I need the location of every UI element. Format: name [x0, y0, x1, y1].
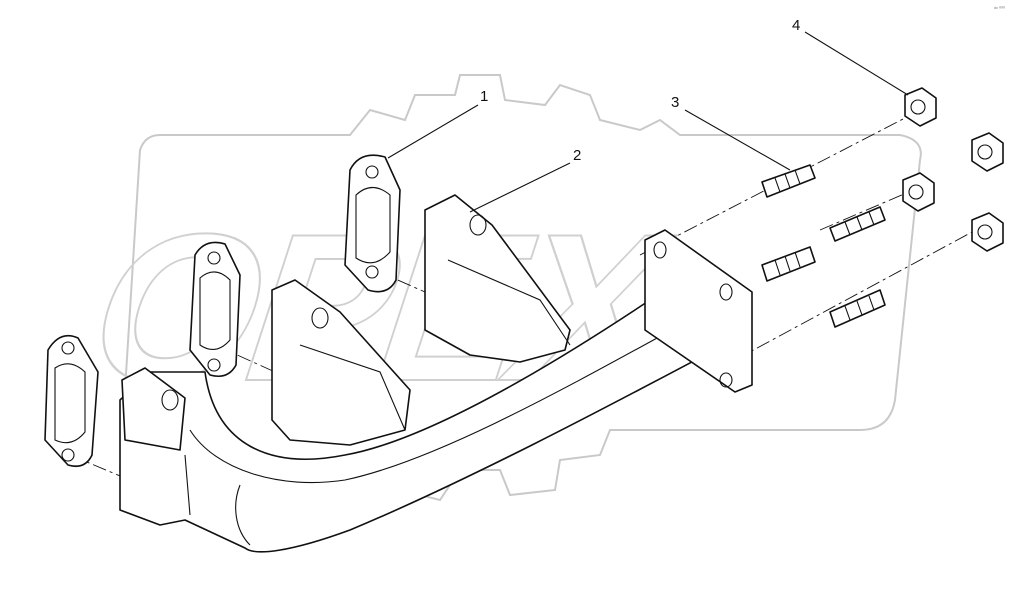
stud-3: [829, 206, 886, 242]
stud-4: [829, 289, 886, 328]
nut-2: [971, 132, 1004, 172]
callout-1: 1: [480, 88, 488, 105]
gasket-front: [44, 334, 99, 468]
stud-2: [761, 246, 816, 282]
stud-1: [761, 164, 816, 198]
exhaust-manifold: [119, 194, 753, 553]
corner-mark: ᵈᵒ ⁰⁰⁰: [994, 6, 1005, 12]
nut-1: [904, 87, 937, 127]
callout-2: 2: [573, 147, 581, 164]
gasket-middle: [189, 241, 241, 378]
gasket-rear: [344, 154, 401, 293]
nut-3: [902, 172, 935, 212]
callout-4: 4: [792, 17, 800, 34]
nut-4: [971, 212, 1004, 252]
leader-lines: [387, 31, 909, 213]
callout-3: 3: [671, 94, 679, 111]
